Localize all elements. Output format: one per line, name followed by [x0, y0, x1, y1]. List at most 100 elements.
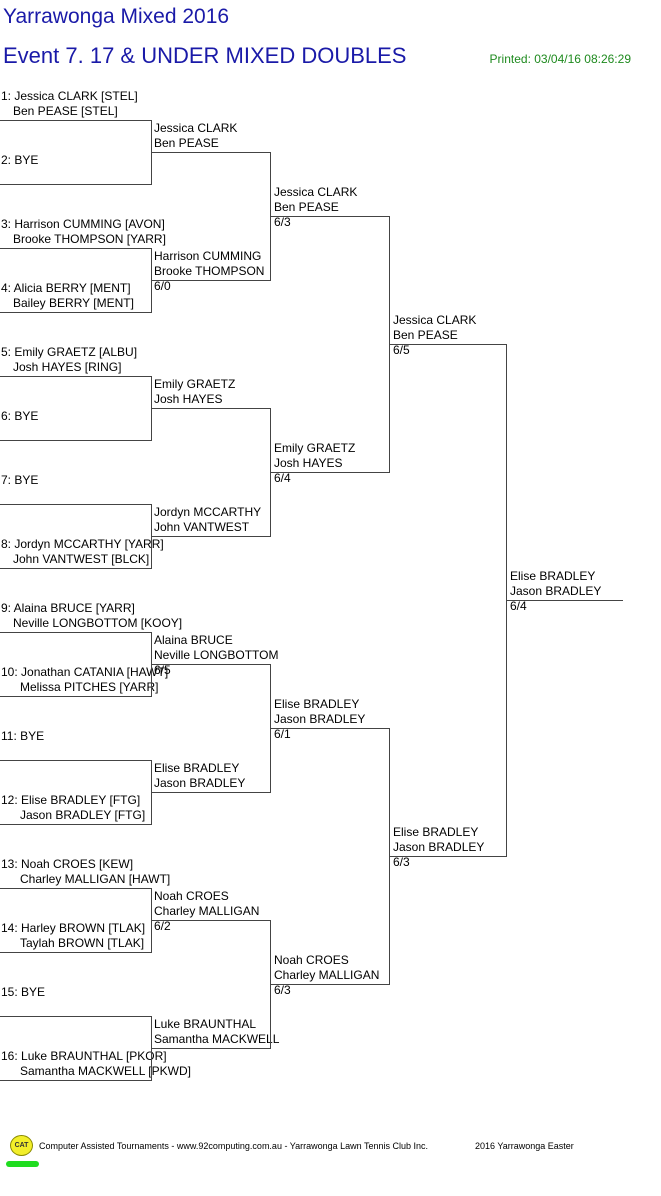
r2-score: 6/2 [154, 919, 171, 933]
entrant-line1: 12: Elise BRADLEY [FTG] [1, 793, 141, 807]
entrant-line2: John VANTWEST [BLCK] [13, 552, 150, 566]
printed-timestamp: Printed: 03/04/16 08:26:29 [489, 52, 631, 66]
entrant-line1: 6: BYE [1, 409, 39, 423]
r2-line [151, 280, 271, 281]
r2-player2: Charley MALLIGAN [154, 904, 260, 918]
entrant-line1: 16: Luke BRAUNTHAL [PKOR] [1, 1049, 167, 1063]
r2-line [151, 792, 271, 793]
entrant-line1: 1: Jessica CLARK [STEL] [1, 89, 138, 103]
entrant-line1: 13: Noah CROES [KEW] [1, 857, 134, 871]
r2-player2: Ben PEASE [154, 136, 219, 150]
cat-logo-icon: CAT [10, 1135, 33, 1156]
entrant-line2: Charley MALLIGAN [HAWT] [20, 872, 171, 886]
r4-line [389, 344, 507, 345]
entrant-line2: Neville LONGBOTTOM [KOOY] [13, 616, 183, 630]
r2-line [151, 408, 271, 409]
entrant-line2: Josh HAYES [RING] [13, 360, 122, 374]
entrant-line2: Melissa PITCHES [YARR] [20, 680, 159, 694]
r3-player1: Emily GRAETZ [274, 441, 356, 455]
r3-player1: Elise BRADLEY [274, 697, 360, 711]
r4-line [389, 856, 507, 857]
r4-player2: Ben PEASE [393, 328, 458, 342]
entrant-line1: 14: Harley BROWN [TLAK] [1, 921, 146, 935]
r2-player1: Jordyn MCCARTHY [154, 505, 262, 519]
winner-line [506, 600, 623, 601]
r3-player1: Jessica CLARK [274, 185, 358, 199]
r2-line [151, 920, 271, 921]
entrant-line [0, 504, 151, 505]
entrant-line [0, 760, 151, 761]
r3-line [270, 984, 390, 985]
entrant-line [0, 888, 151, 889]
entrant-line1: 4: Alicia BERRY [MENT] [1, 281, 131, 295]
tournament-title: Yarrawonga Mixed 2016 [3, 5, 230, 28]
r4-score: 6/5 [393, 343, 410, 357]
r3-line [270, 216, 390, 217]
r2-player1: Elise BRADLEY [154, 761, 240, 775]
entrant-line [0, 1016, 151, 1017]
entrant-line [0, 696, 151, 697]
r2-player2: Jason BRADLEY [154, 776, 246, 790]
r2-player1: Jessica CLARK [154, 121, 238, 135]
footer-event: 2016 Yarrawonga Easter [475, 1141, 574, 1151]
event-title: Event 7. 17 & UNDER MIXED DOUBLES [3, 43, 407, 68]
entrant-line2: Ben PEASE [STEL] [13, 104, 118, 118]
entrant-line [0, 568, 151, 569]
entrant-line2: Brooke THOMPSON [YARR] [13, 232, 166, 246]
r2-score: 6/0 [154, 279, 171, 293]
r3-score: 6/1 [274, 727, 291, 741]
entrant-line [0, 952, 151, 953]
r2-player2: Brooke THOMPSON [154, 264, 265, 278]
r4-player1: Jessica CLARK [393, 313, 477, 327]
r2-line [151, 664, 271, 665]
entrant-line [0, 440, 151, 441]
logo-underline [6, 1161, 39, 1167]
r3-player1: Noah CROES [274, 953, 349, 967]
entrant-line [0, 824, 151, 825]
entrant-line2: Samantha MACKWELL [PKWD] [20, 1064, 191, 1078]
r3-score: 6/4 [274, 471, 291, 485]
r2-player1: Luke BRAUNTHAL [154, 1017, 257, 1031]
r3-score: 6/3 [274, 983, 291, 997]
r2-player2: Samantha MACKWELL [154, 1032, 280, 1046]
entrant-line1: 11: BYE [1, 729, 45, 743]
r4-player1: Elise BRADLEY [393, 825, 479, 839]
r4-player2: Jason BRADLEY [393, 840, 485, 854]
r2-player1: Noah CROES [154, 889, 229, 903]
r3-line [270, 472, 390, 473]
entrant-line2: Jason BRADLEY [FTG] [20, 808, 146, 822]
entrant-line [0, 120, 151, 121]
entrant-line [0, 1080, 151, 1081]
entrant-line1: 3: Harrison CUMMING [AVON] [1, 217, 165, 231]
r2-player1: Alaina BRUCE [154, 633, 233, 647]
entrant-line1: 5: Emily GRAETZ [ALBU] [1, 345, 138, 359]
entrant-line1: 10: Jonathan CATANIA [HAWT] [1, 665, 169, 679]
r2-player1: Emily GRAETZ [154, 377, 236, 391]
r2-line [151, 1048, 271, 1049]
entrant-line1: 2: BYE [1, 153, 39, 167]
r2-line [151, 152, 271, 153]
r3-player2: Jason BRADLEY [274, 712, 366, 726]
entrant-line1: 8: Jordyn MCCARTHY [YARR] [1, 537, 164, 551]
r4-score: 6/3 [393, 855, 410, 869]
r2-score: 6/5 [154, 663, 171, 677]
r3-player2: Charley MALLIGAN [274, 968, 380, 982]
winner-score: 6/4 [510, 599, 527, 613]
entrant-line [0, 248, 151, 249]
winner-player1: Elise BRADLEY [510, 569, 596, 583]
entrant-line2: Taylah BROWN [TLAK] [20, 936, 145, 950]
r2-player2: Neville LONGBOTTOM [154, 648, 279, 662]
entrant-line2: Bailey BERRY [MENT] [13, 296, 134, 310]
entrant-line [0, 312, 151, 313]
winner-player2: Jason BRADLEY [510, 584, 602, 598]
r2-line [151, 536, 271, 537]
r3-score: 6/3 [274, 215, 291, 229]
r2-player2: John VANTWEST [154, 520, 250, 534]
entrant-line1: 15: BYE [1, 985, 46, 999]
entrant-line [0, 376, 151, 377]
footer-credit: Computer Assisted Tournaments - www.92co… [39, 1141, 429, 1151]
entrant-line1: 9: Alaina BRUCE [YARR] [1, 601, 135, 615]
entrant-line1: 7: BYE [1, 473, 39, 487]
r3-line [270, 728, 390, 729]
r2-player1: Harrison CUMMING [154, 249, 262, 263]
